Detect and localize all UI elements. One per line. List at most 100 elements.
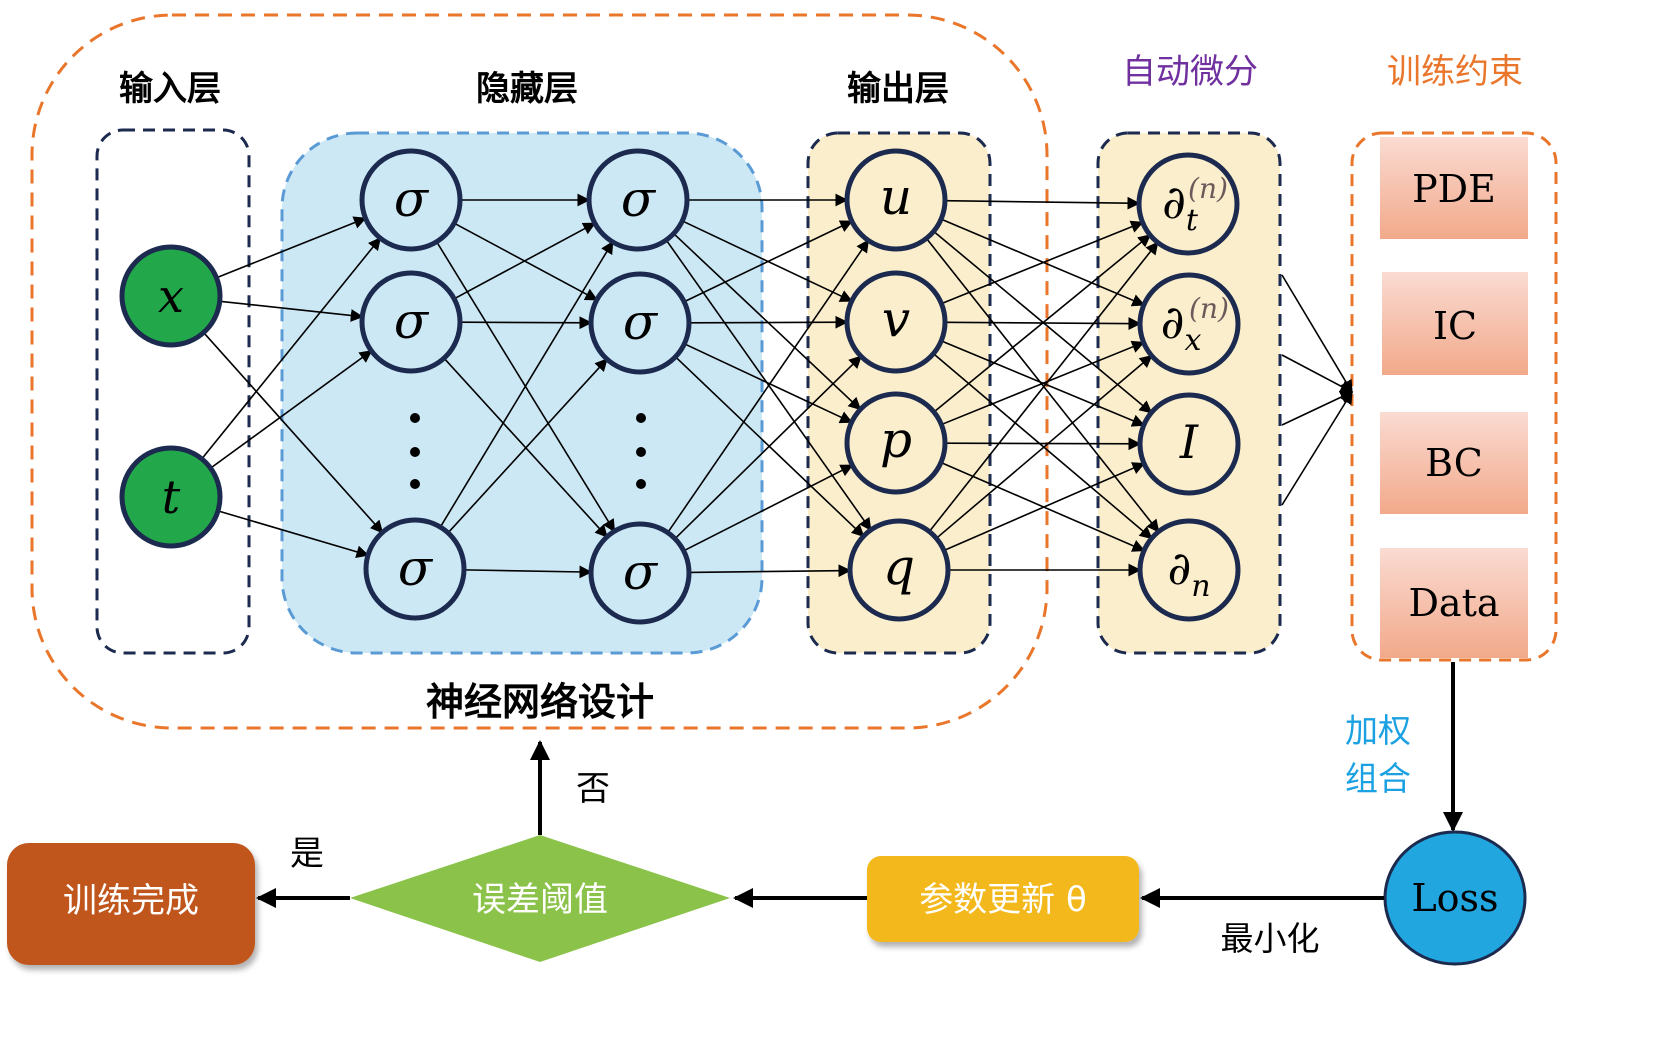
hidden-node <box>586 148 690 252</box>
edge-input-hidden1 <box>201 237 382 460</box>
edge-hidden2-output <box>683 220 853 303</box>
svg-text:训练完成: 训练完成 <box>63 881 199 921</box>
ellipsis-dot <box>410 479 420 489</box>
edge-hidden1-hidden2 <box>463 565 593 579</box>
edge-hidden1-hidden2 <box>453 222 598 301</box>
edge-output-autodiff <box>933 230 1153 414</box>
edge-output-autodiff <box>925 237 1160 533</box>
output-node-p <box>844 391 948 495</box>
autodiff-node <box>1136 152 1240 256</box>
network-edges <box>201 193 1354 579</box>
edge-hidden2-output <box>681 220 853 302</box>
autodiff-node <box>1137 518 1241 622</box>
constraint-ic: IC <box>1382 272 1528 375</box>
ellipsis-dot <box>636 413 646 423</box>
ellipsis-dot <box>410 447 420 457</box>
hidden-node-label: σ <box>398 539 434 597</box>
input-node-x <box>119 244 223 348</box>
ellipsis-dot <box>410 413 420 423</box>
output-node-label: u <box>880 168 912 226</box>
edge-output-autodiff <box>944 437 1142 451</box>
autodiff-node-superscript: (n) <box>1189 292 1229 325</box>
edge-input-hidden1 <box>210 350 373 469</box>
output-node-u <box>844 148 948 252</box>
edge-hidden1-hidden2 <box>453 222 596 300</box>
error-threshold-diamond: 误差阈值 <box>350 835 730 962</box>
edge-hidden2-output <box>674 355 862 540</box>
hidden-node <box>359 148 463 252</box>
autodiff-node <box>1137 392 1241 496</box>
svg-text:BC: BC <box>1425 441 1483 485</box>
nn-design-title: 神经网络设计 <box>426 680 654 724</box>
constraint-data: Data <box>1380 548 1528 658</box>
autodiff-node-label: ∂n <box>1167 541 1210 604</box>
output-layer-title: 输出层 <box>847 69 949 109</box>
weighted-label-2: 组合 <box>1345 759 1411 798</box>
constraint-bc: BC <box>1380 412 1528 514</box>
output-node-label: v <box>882 290 910 348</box>
ellipsis-dot <box>636 479 646 489</box>
hidden-node-label: σ <box>623 293 659 351</box>
loss-node: Loss <box>1383 830 1527 966</box>
edge-output-autodiff <box>933 234 1152 413</box>
hidden-node-label: σ <box>623 543 659 601</box>
edge-autodiff-constraints <box>1281 390 1353 506</box>
svg-text:误差阈值: 误差阈值 <box>472 880 608 920</box>
no-label: 否 <box>576 769 610 809</box>
edge-autodiff-constraints <box>1281 391 1354 426</box>
hidden-layer-title: 隐藏层 <box>476 69 578 109</box>
minimize-label: 最小化 <box>1221 919 1320 958</box>
ellipsis-dot <box>636 447 646 457</box>
edge-autodiff-constraints <box>1281 274 1353 394</box>
edge-input-hidden1 <box>219 300 364 322</box>
edge-output-autodiff <box>932 353 1153 540</box>
edge-hidden1-hidden2 <box>439 240 614 528</box>
yes-label: 是 <box>290 834 324 874</box>
output-node-label: q <box>883 538 915 596</box>
edge-hidden2-output <box>667 239 869 534</box>
hidden-node <box>588 271 692 375</box>
input-node-label: t <box>162 470 181 524</box>
autodiff-node-superscript: (n) <box>1188 172 1228 205</box>
edge-hidden1-hidden2 <box>447 358 608 534</box>
svg-text:Loss: Loss <box>1411 876 1498 920</box>
hidden-node-label: σ <box>394 170 430 228</box>
edge-output-autodiff <box>943 462 1146 552</box>
output-node-q <box>847 518 951 622</box>
edge-output-autodiff <box>944 196 1141 210</box>
weighted-label-1: 加权 <box>1345 711 1411 750</box>
edge-output-autodiff <box>935 354 1153 539</box>
svg-text:参数更新 θ: 参数更新 θ <box>919 880 1087 920</box>
edge-hidden2-output <box>673 233 862 411</box>
hidden-node <box>588 521 692 625</box>
edge-hidden2-output <box>683 464 854 552</box>
edge-output-autodiff <box>940 461 1146 552</box>
edge-autodiff-constraints <box>1281 354 1354 393</box>
output-node-label: p <box>880 411 912 469</box>
svg-text:PDE: PDE <box>1412 167 1496 211</box>
input-node-label: x <box>158 269 184 323</box>
edge-input-hidden1 <box>217 510 370 559</box>
edge-input-hidden1 <box>203 332 384 534</box>
input-layer-title: 输入层 <box>119 69 221 109</box>
edge-hidden2-output <box>684 343 853 424</box>
input-node-t <box>119 445 223 549</box>
hidden-node <box>359 270 463 374</box>
autodiff-node-label: I <box>1179 415 1199 469</box>
edge-hidden1-hidden2 <box>459 316 593 330</box>
edge-hidden2-output <box>688 564 852 578</box>
constraint-pde: PDE <box>1380 137 1528 239</box>
autodiff-node-label: ∂t <box>1162 175 1199 238</box>
constraints-title: 训练约束 <box>1387 52 1523 92</box>
input-layer-box <box>95 128 251 655</box>
edge-output-autodiff <box>941 220 1144 305</box>
edge-output-autodiff <box>928 241 1159 533</box>
hidden-node-label: σ <box>394 292 430 350</box>
output-node-v <box>844 270 948 374</box>
svg-text:Data: Data <box>1408 581 1499 625</box>
autodiff-node <box>1137 272 1241 376</box>
edge-output-autodiff <box>941 340 1145 426</box>
edge-hidden2-output <box>688 315 849 329</box>
